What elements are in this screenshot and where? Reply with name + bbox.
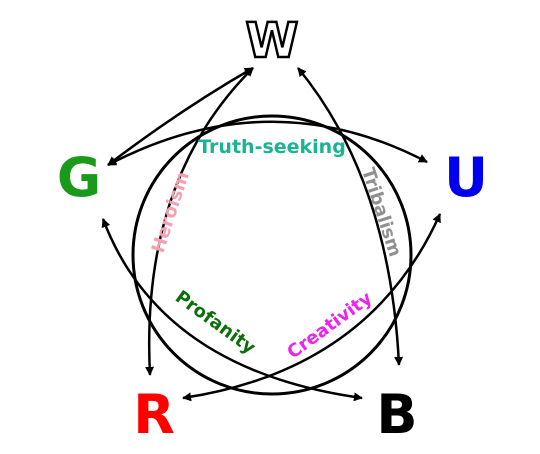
node-w: W — [246, 13, 299, 69]
node-b: B — [376, 383, 417, 446]
label-creativity: Creativity — [283, 288, 376, 364]
label-tribalism: Tribalism — [357, 165, 405, 259]
arrow-b-g — [101, 218, 363, 402]
arrow-r-w — [145, 67, 254, 376]
arrow-u-r — [182, 213, 442, 402]
label-truth-seeking: Truth-seeking — [198, 136, 346, 158]
node-r: R — [133, 383, 175, 446]
label-profanity: Profanity — [171, 287, 259, 359]
node-g: G — [57, 146, 101, 209]
node-u: U — [444, 146, 488, 209]
